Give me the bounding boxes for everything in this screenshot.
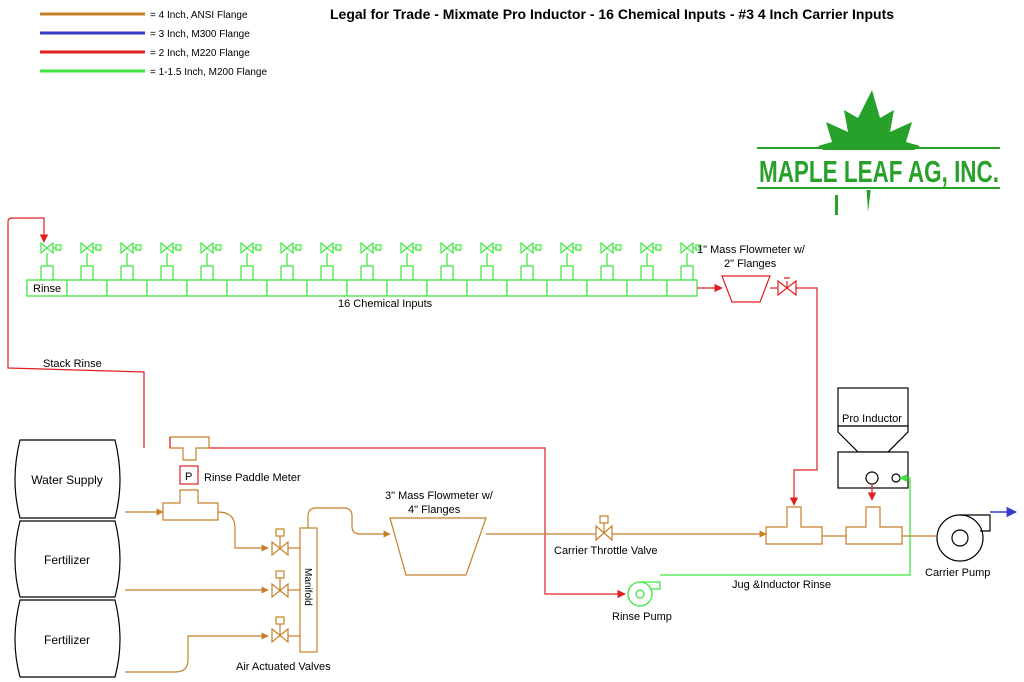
carrier-line bbox=[307, 507, 767, 576]
chemical-valve bbox=[360, 241, 382, 280]
chemical-inputs-label: 16 Chemical Inputs bbox=[338, 298, 433, 310]
mass-flowmeter-3-label: 4" Flanges bbox=[408, 504, 461, 516]
actuated-valve bbox=[271, 570, 300, 599]
tank-label: Fertilizer bbox=[44, 633, 90, 647]
air-actuated-valves bbox=[271, 528, 300, 644]
legend-item-1inch: = 1-1.5 Inch, M200 Flange bbox=[40, 67, 267, 78]
tank-water-supply: Water Supply bbox=[14, 439, 121, 519]
supply-lines bbox=[125, 508, 269, 673]
legend-label: = 3 Inch, M300 Flange bbox=[150, 29, 250, 40]
legend-item-3inch: = 3 Inch, M300 Flange bbox=[40, 29, 250, 40]
air-actuated-valves-label: Air Actuated Valves bbox=[236, 661, 331, 673]
chemical-manifold bbox=[26, 279, 698, 297]
company-logo: MAPLE LEAF AG, INC. bbox=[757, 90, 1001, 215]
chemical-valve bbox=[240, 241, 262, 280]
jug-inductor-rinse-line bbox=[660, 474, 911, 576]
legend: = 4 Inch, ANSI Flange = 3 Inch, M300 Fla… bbox=[40, 10, 267, 78]
jug-inductor-rinse-label: Jug &Inductor Rinse bbox=[732, 579, 831, 591]
actuated-valve bbox=[271, 616, 300, 644]
chemical-valve bbox=[40, 241, 62, 280]
chemical-valve bbox=[480, 241, 502, 280]
rinse-pump bbox=[627, 581, 661, 607]
mass-flowmeter-1-label: 2" Flanges bbox=[724, 258, 777, 270]
chemical-valve bbox=[200, 241, 222, 280]
tank-label: Fertilizer bbox=[44, 553, 90, 567]
chemical-valve bbox=[440, 241, 462, 280]
chemical-valve bbox=[400, 241, 422, 280]
legend-label: = 1-1.5 Inch, M200 Flange bbox=[150, 67, 267, 78]
pro-inductor-label: Pro Inductor bbox=[842, 413, 902, 425]
chemical-valve bbox=[680, 241, 702, 280]
tank-label: Water Supply bbox=[31, 473, 103, 487]
rinse-label: Rinse bbox=[33, 283, 61, 295]
tank-fertilizer-2: Fertilizer bbox=[14, 599, 121, 678]
rinse-paddle-meter-label: Rinse Paddle Meter bbox=[204, 472, 301, 484]
rinse-pump-label: Rinse Pump bbox=[612, 611, 672, 623]
legend-label: = 4 Inch, ANSI Flange bbox=[150, 10, 248, 21]
mass-flowmeter-1-label: 1" Mass Flowmeter w/ bbox=[697, 244, 806, 256]
blend-tees bbox=[765, 506, 936, 545]
carrier-pump-label: Carrier Pump bbox=[925, 567, 990, 579]
pro-inductor bbox=[837, 387, 909, 501]
chemical-valve bbox=[600, 241, 622, 280]
chemical-header-pipe bbox=[26, 279, 698, 297]
legend-item-4inch: = 4 Inch, ANSI Flange bbox=[40, 10, 248, 21]
manifold-label: Manifold bbox=[302, 568, 313, 606]
stack-rinse-line bbox=[7, 217, 626, 599]
tank-fertilizer-1: Fertilizer bbox=[14, 520, 121, 598]
chemical-valve bbox=[160, 241, 182, 280]
chemical-valve bbox=[80, 241, 102, 280]
logo-text: MAPLE LEAF AG, INC. bbox=[759, 154, 999, 189]
legend-item-2inch: = 2 Inch, M220 Flange bbox=[40, 48, 250, 59]
carrier-throttle-valve-label: Carrier Throttle Valve bbox=[554, 545, 658, 557]
legend-label: = 2 Inch, M220 Flange bbox=[150, 48, 250, 59]
chemical-flowmeter-line bbox=[697, 275, 818, 506]
stack-rinse-label: Stack Rinse bbox=[43, 358, 102, 370]
chemical-valve bbox=[640, 241, 662, 280]
mass-flowmeter-3-label: 3" Mass Flowmeter w/ bbox=[385, 490, 494, 502]
chemical-valve bbox=[280, 241, 302, 280]
actuated-valve bbox=[271, 528, 300, 557]
manifold: Manifold bbox=[299, 527, 318, 653]
paddle-meter-symbol: P bbox=[185, 471, 192, 483]
chemical-valve bbox=[320, 241, 342, 280]
chemical-valve bbox=[560, 241, 582, 280]
chemical-valve bbox=[520, 241, 542, 280]
carrier-pump bbox=[936, 514, 991, 562]
rinse-paddle-meter bbox=[162, 436, 219, 521]
chemical-valves bbox=[40, 241, 702, 280]
diagram-title: Legal for Trade - Mixmate Pro Inductor -… bbox=[330, 6, 894, 22]
chemical-valve bbox=[120, 241, 142, 280]
